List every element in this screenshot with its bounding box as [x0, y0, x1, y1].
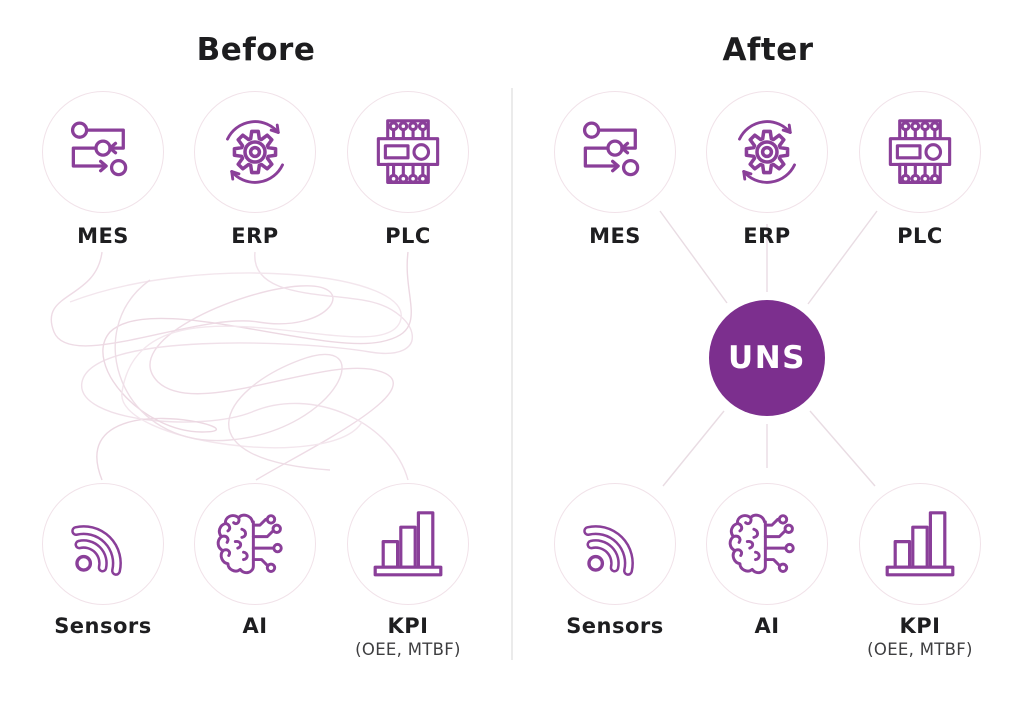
- node-kpi: [859, 483, 981, 605]
- ai-brain-circuit-icon: [728, 513, 795, 575]
- panel-divider: [511, 88, 513, 660]
- after-title: After: [722, 32, 814, 68]
- label-kpi-detail: (OEE, MTBF): [867, 640, 973, 659]
- uns-hub: UNS: [709, 300, 825, 416]
- node-mes: [554, 91, 676, 213]
- gear-sync-icon: [225, 119, 285, 185]
- node-kpi: [347, 483, 469, 605]
- workflow-icon: [70, 121, 128, 177]
- label-kpi: KPI: [387, 614, 429, 638]
- bar-chart-icon: [885, 511, 955, 577]
- wireless-signal-icon: [61, 502, 145, 586]
- label-mes: MES: [589, 224, 641, 248]
- node-erp: [194, 91, 316, 213]
- gear-sync-icon: [737, 119, 797, 185]
- hub-connector-lines: [659, 210, 878, 487]
- before-title: Before: [196, 32, 316, 68]
- node-erp: [706, 91, 828, 213]
- node-sensors: [42, 483, 164, 605]
- workflow-icon: [582, 121, 640, 177]
- plc-controller-icon: [888, 119, 952, 184]
- label-ai: AI: [242, 614, 268, 638]
- label-sensors: Sensors: [54, 614, 152, 638]
- label-erp: ERP: [743, 224, 791, 248]
- label-mes: MES: [77, 224, 129, 248]
- node-sensors: [554, 483, 676, 605]
- node-plc: [859, 91, 981, 213]
- node-mes: [42, 91, 164, 213]
- wireless-signal-icon: [573, 502, 657, 586]
- node-ai: [706, 483, 828, 605]
- uns-hub-label: UNS: [728, 340, 806, 376]
- node-plc: [347, 91, 469, 213]
- label-sensors: Sensors: [566, 614, 664, 638]
- node-ai: [194, 483, 316, 605]
- after-panel: After UNS: [512, 0, 1024, 701]
- label-kpi-detail: (OEE, MTBF): [355, 640, 461, 659]
- label-plc: PLC: [897, 224, 943, 248]
- ai-brain-circuit-icon: [216, 513, 283, 575]
- label-kpi: KPI: [899, 614, 941, 638]
- tangled-wires-graphic: [50, 251, 413, 481]
- before-panel: Before MES ERP: [42, 32, 469, 659]
- label-ai: AI: [754, 614, 780, 638]
- bar-chart-icon: [373, 511, 443, 577]
- plc-controller-icon: [376, 119, 440, 184]
- label-erp: ERP: [231, 224, 279, 248]
- label-plc: PLC: [385, 224, 431, 248]
